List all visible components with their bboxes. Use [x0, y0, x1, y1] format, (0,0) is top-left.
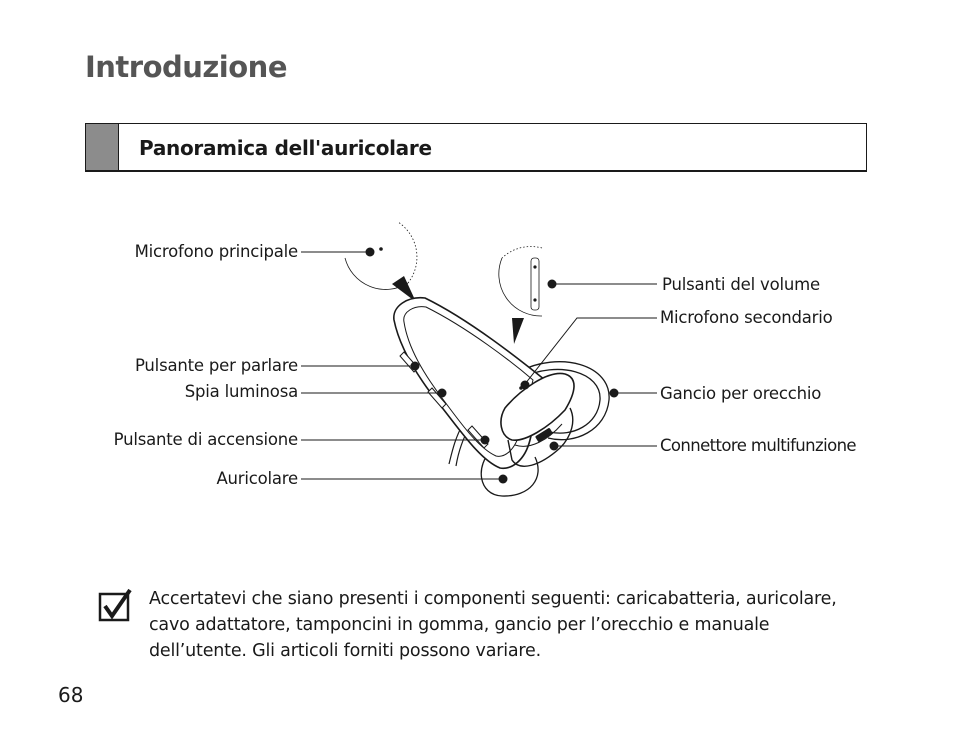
- ear-hook: [517, 361, 610, 441]
- main-mic-pointer: [392, 276, 416, 302]
- label-power-button: Pulsante di accensione: [113, 430, 299, 449]
- leader-dots-right: [520, 279, 619, 451]
- leader-lines-right: [524, 283, 657, 447]
- label-main-mic: Microfono principale: [134, 242, 299, 261]
- main-mic-dot: [379, 247, 383, 251]
- volume-callout: [498, 246, 543, 317]
- label-earpiece: Auricolare: [216, 469, 298, 488]
- leader-dots-left: [365, 247, 508, 484]
- label-indicator-light: Spia luminosa: [184, 382, 298, 401]
- volume-pointer: [512, 318, 524, 344]
- section-tab-marker: [86, 124, 119, 170]
- label-volume-buttons: Pulsanti del volume: [662, 275, 820, 294]
- main-mic-callout: [344, 221, 418, 290]
- checkbox-check-icon: [98, 588, 132, 622]
- label-talk-button: Pulsante per parlare: [134, 356, 298, 375]
- page-number: 68: [58, 683, 84, 707]
- page-title: Introduzione: [85, 50, 287, 84]
- label-secondary-mic: Microfono secondario: [660, 308, 833, 327]
- label-ear-hook: Gancio per orecchio: [660, 384, 822, 403]
- rear-cap: [500, 372, 575, 467]
- note-text: Accertatevi che siano presenti i compone…: [149, 589, 837, 661]
- section-heading: Panoramica dell'auricolare: [139, 136, 432, 160]
- leader-lines-left: [301, 251, 502, 480]
- section-header: Panoramica dell'auricolare: [85, 123, 867, 172]
- label-multifunction-connector: Connettore multifunzione: [660, 436, 857, 455]
